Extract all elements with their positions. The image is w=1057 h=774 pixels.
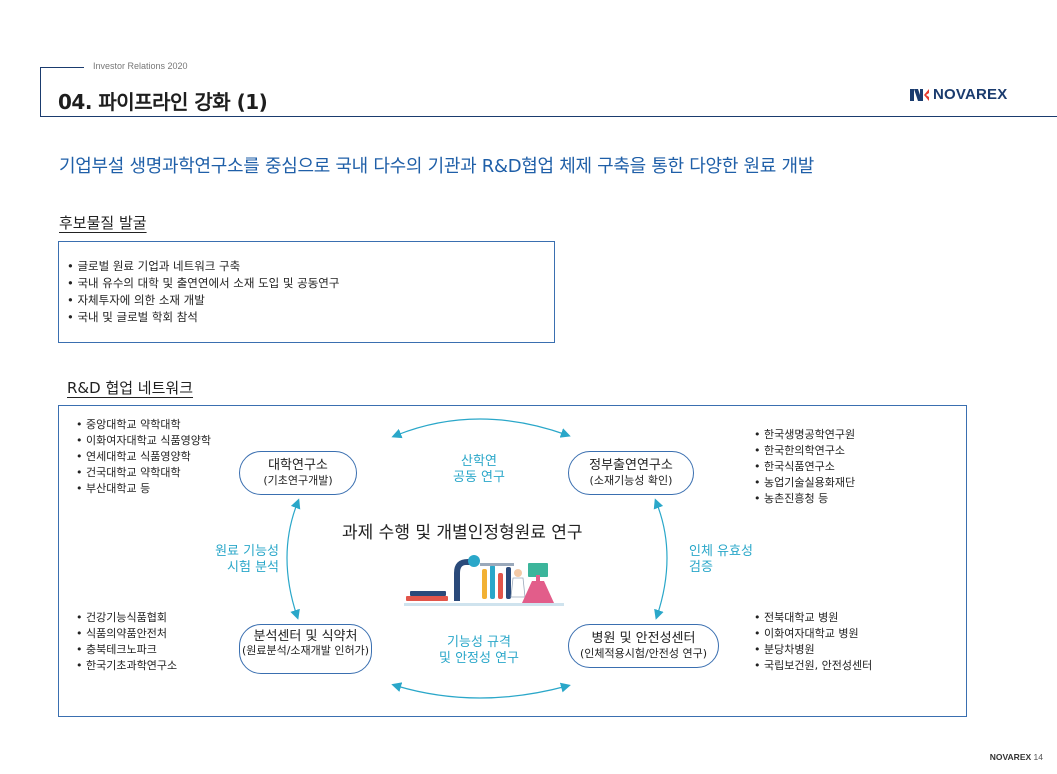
- flow-line: 시험 분석: [227, 560, 279, 575]
- list-analysis-centers: 건강기능식품협회 식품의약품안전처 충북테크노파크 한국기초과학연구소: [76, 610, 177, 674]
- flow-line: 기능성 규격: [447, 635, 511, 650]
- node-title: 병원 및 안전성센터: [591, 631, 696, 646]
- arrow-bottom: [391, 682, 571, 699]
- list-item: 중앙대학교 약학대학: [76, 417, 211, 433]
- list-item: 국내 유수의 대학 및 출연연에서 소재 도입 및 공동연구: [67, 275, 554, 292]
- flow-line: 인체 유효성: [689, 544, 753, 559]
- node-title: 정부출연연구소: [589, 458, 673, 473]
- flow-line: 및 안정성 연구: [438, 651, 520, 666]
- node-university-lab: 대학연구소 (기초연구개발): [239, 451, 357, 495]
- flow-line: 공동 연구: [453, 470, 505, 485]
- list-item: 농업기술실용화재단: [754, 475, 855, 491]
- page-number: 14: [1033, 752, 1043, 762]
- cycle-arrows: [286, 418, 668, 699]
- footer: NOVAREX 14: [990, 752, 1043, 762]
- node-subtitle: (원료분석/소재개발 인허가): [241, 644, 370, 657]
- flow-label-right: 인체 유효성 검증: [689, 544, 769, 576]
- candidate-discovery-list: 글로벌 원료 기업과 네트워크 구축 국내 유수의 대학 및 출연연에서 소재 …: [67, 258, 554, 326]
- list-item: 국내 및 글로벌 학회 참석: [67, 309, 554, 326]
- flow-label-top: 산학연 공동 연구: [444, 454, 514, 486]
- center-title: 과제 수행 및 개별인정형원료 연구: [342, 523, 583, 543]
- list-item: 부산대학교 등: [76, 481, 211, 497]
- node-subtitle: (기초연구개발): [263, 474, 333, 487]
- node-hospital-safety-center: 병원 및 안전성센터 (인체적용시험/안전성 연구): [568, 624, 719, 668]
- list-item: 글로벌 원료 기업과 네트워크 구축: [67, 258, 554, 275]
- list-item: 식품의약품안전처: [76, 626, 177, 642]
- list-government-institutes: 한국생명공학연구원 한국한의학연구소 한국식품연구소 농업기술실용화재단 농촌진…: [754, 427, 855, 507]
- list-item: 자체투자에 의한 소재 개발: [67, 292, 554, 309]
- list-item: 한국기초과학연구소: [76, 658, 177, 674]
- header-line-bottom: [40, 116, 1057, 117]
- candidate-discovery-box: 글로벌 원료 기업과 네트워크 구축 국내 유수의 대학 및 출연연에서 소재 …: [58, 241, 555, 343]
- arrow-right: [653, 498, 668, 620]
- flow-label-bottom: 기능성 규격 및 안정성 연구: [429, 635, 529, 667]
- section-title-candidate-discovery: 후보물질 발굴: [59, 214, 147, 232]
- list-item: 한국생명공학연구원: [754, 427, 855, 443]
- flow-line: 원료 기능성: [215, 544, 279, 559]
- node-title: 대학연구소: [268, 458, 328, 473]
- list-item: 이화여자대학교 병원: [754, 626, 872, 642]
- list-item: 충북테크노파크: [76, 642, 177, 658]
- flow-line: 산학연: [461, 454, 497, 469]
- header-line-top: [40, 67, 84, 68]
- list-item: 분당차병원: [754, 642, 872, 658]
- list-item: 농촌진흥청 등: [754, 491, 855, 507]
- flow-line: 검증: [689, 560, 713, 575]
- novarex-logo: NOVAREX: [910, 86, 1007, 103]
- node-subtitle: (인체적용시험/안전성 연구): [579, 647, 708, 660]
- footer-brand: NOVAREX: [989, 752, 1032, 762]
- list-item: 국립보건원, 안전성센터: [754, 658, 872, 674]
- rnd-network-box: 중앙대학교 약학대학 이화여자대학교 식품영양학 연세대학교 식품영양학 건국대…: [58, 405, 967, 717]
- list-item: 건강기능식품협회: [76, 610, 177, 626]
- logo-text: NOVAREX: [933, 86, 1008, 103]
- arrow-left: [286, 498, 301, 620]
- section-title-rnd-network: R&D 협업 네트워크: [67, 379, 194, 397]
- list-item: 이화여자대학교 식품영양학: [76, 433, 211, 449]
- headline: 기업부설 생명과학연구소를 중심으로 국내 다수의 기관과 R&D협업 체제 구…: [59, 156, 814, 177]
- ir-label: Investor Relations 2020: [93, 61, 188, 71]
- node-title: 분석센터 및 식약처: [253, 629, 358, 644]
- flow-label-left: 원료 기능성 시험 분석: [199, 544, 279, 576]
- list-item: 한국한의학연구소: [754, 443, 855, 459]
- list-universities: 중앙대학교 약학대학 이화여자대학교 식품영양학 연세대학교 식품영양학 건국대…: [76, 417, 211, 497]
- list-item: 한국식품연구소: [754, 459, 855, 475]
- header-line-left: [40, 67, 41, 117]
- list-item: 연세대학교 식품영양학: [76, 449, 211, 465]
- arrow-top: [391, 418, 571, 439]
- list-item: 건국대학교 약학대학: [76, 465, 211, 481]
- list-hospitals: 전북대학교 병원 이화여자대학교 병원 분당차병원 국립보건원, 안전성센터: [754, 610, 872, 674]
- page-title: 04. 파이프라인 강화 (1): [58, 90, 268, 114]
- novarex-logo-icon: [910, 87, 930, 103]
- list-item: 전북대학교 병원: [754, 610, 872, 626]
- node-subtitle: (소재기능성 확인): [589, 474, 673, 487]
- lab-illustration: [404, 555, 564, 606]
- node-government-institute: 정부출연연구소 (소재기능성 확인): [568, 451, 694, 495]
- node-analysis-center: 분석센터 및 식약처 (원료분석/소재개발 인허가): [239, 624, 372, 674]
